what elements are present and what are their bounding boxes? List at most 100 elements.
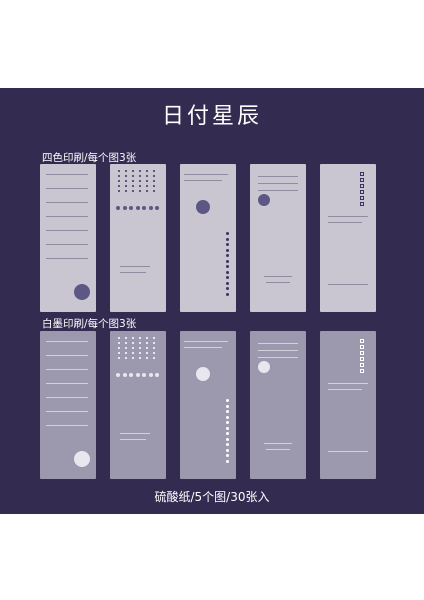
calendar-dot: [132, 347, 134, 349]
sticker-card: [250, 164, 306, 312]
moon-phase-dot: [226, 399, 229, 402]
moon-phase-dot: [226, 454, 229, 457]
calendar-dot: [132, 342, 134, 344]
ruled-line: [258, 350, 298, 351]
calendar-dot: [118, 185, 120, 187]
moon-phase-dot: [226, 292, 229, 296]
calendar-dot: [146, 357, 148, 359]
moon-phase-dot: [226, 281, 229, 285]
script-line: [264, 276, 292, 277]
script-line: [120, 266, 150, 267]
calendar-dot: [153, 185, 155, 187]
script-line: [328, 284, 368, 285]
calendar-dot: [132, 170, 134, 172]
sticker-card: [320, 164, 376, 312]
calendar-dot: [153, 357, 155, 359]
moon-phase: [155, 206, 159, 210]
calendar-dot: [146, 352, 148, 354]
card-row-color-print: [40, 164, 386, 312]
product-footer: 硫酸纸/5个图/30张入: [154, 490, 270, 504]
moon-phase: [135, 373, 140, 377]
sticker-card: [110, 164, 166, 312]
ruled-line: [46, 425, 88, 426]
ruled-line: [46, 174, 88, 175]
calendar-dot: [132, 357, 134, 359]
script-line: [184, 347, 222, 348]
calendar-dot: [118, 357, 120, 359]
calendar-dot: [132, 337, 134, 339]
card-row-white-ink: [40, 331, 386, 479]
sticker-card: [250, 331, 306, 479]
calendar-dot: [132, 190, 134, 192]
moon-phase-dot: [226, 254, 229, 257]
ruled-line: [258, 357, 298, 358]
moon-phase-dot: [226, 448, 229, 452]
moon-phase: [142, 206, 146, 210]
script-line: [328, 389, 362, 390]
moon-illustration: [74, 451, 90, 467]
calendar-dot: [146, 347, 148, 349]
sticker-card: [40, 331, 96, 479]
calendar-dot: [125, 185, 127, 187]
moon-phase: [148, 206, 153, 210]
ruled-line: [46, 230, 88, 231]
checkbox-mark: [360, 369, 364, 373]
calendar-dot: [146, 185, 148, 187]
checkbox-mark: [360, 363, 364, 367]
moon-phase: [148, 373, 153, 377]
moon-phase: [142, 373, 146, 377]
script-line: [266, 282, 290, 283]
product-title: 日付星辰: [161, 104, 262, 129]
moon-phase-dot: [226, 437, 229, 441]
calendar-dot: [139, 180, 141, 182]
checkbox-mark: [360, 172, 364, 176]
calendar-dot: [146, 342, 148, 344]
moon-phase: [116, 373, 120, 377]
calendar-dot: [139, 357, 141, 359]
calendar-dot: [125, 180, 127, 182]
script-line: [120, 433, 150, 434]
calendar-dot: [118, 190, 120, 192]
calendar-dot: [146, 337, 148, 339]
calendar-dot: [146, 180, 148, 182]
moon-phase: [122, 206, 127, 210]
ruled-line: [46, 216, 88, 217]
calendar-dot: [125, 337, 127, 339]
calendar-dot: [132, 175, 134, 177]
sticker-card: [40, 164, 96, 312]
script-line: [328, 451, 368, 452]
script-line: [328, 216, 368, 217]
checkbox-mark: [360, 351, 364, 355]
ruled-line: [46, 244, 88, 245]
moon-phase-dot: [226, 410, 229, 413]
moon-phase-dot: [226, 415, 229, 419]
section-label-white: 白墨印刷/每个图3张: [42, 318, 137, 330]
calendar-dot: [146, 175, 148, 177]
moon-phase-dot: [226, 404, 229, 408]
calendar-dot: [153, 352, 155, 354]
calendar-dot: [139, 342, 141, 344]
script-line: [184, 174, 228, 175]
moon-phase: [129, 373, 133, 377]
calendar-dot: [153, 175, 155, 177]
ruled-line: [46, 202, 88, 203]
calendar-dot: [118, 342, 120, 344]
calendar-dot: [139, 190, 141, 192]
moon-phase-dot: [226, 259, 229, 263]
moon-phase-dot: [226, 432, 229, 435]
calendar-dot: [153, 342, 155, 344]
checkbox-mark: [360, 345, 364, 349]
ruled-line: [258, 190, 298, 191]
calendar-dot: [118, 180, 120, 182]
calendar-dot: [118, 352, 120, 354]
ruled-line: [46, 355, 88, 356]
ruled-line: [46, 411, 88, 412]
calendar-dot: [125, 352, 127, 354]
calendar-dot: [139, 170, 141, 172]
calendar-dot: [139, 185, 141, 187]
ruled-line: [46, 258, 88, 259]
checkbox-mark: [360, 339, 364, 343]
checkbox-mark: [360, 357, 364, 361]
moon-phase-dot: [226, 237, 229, 241]
checkbox-mark: [360, 202, 364, 206]
